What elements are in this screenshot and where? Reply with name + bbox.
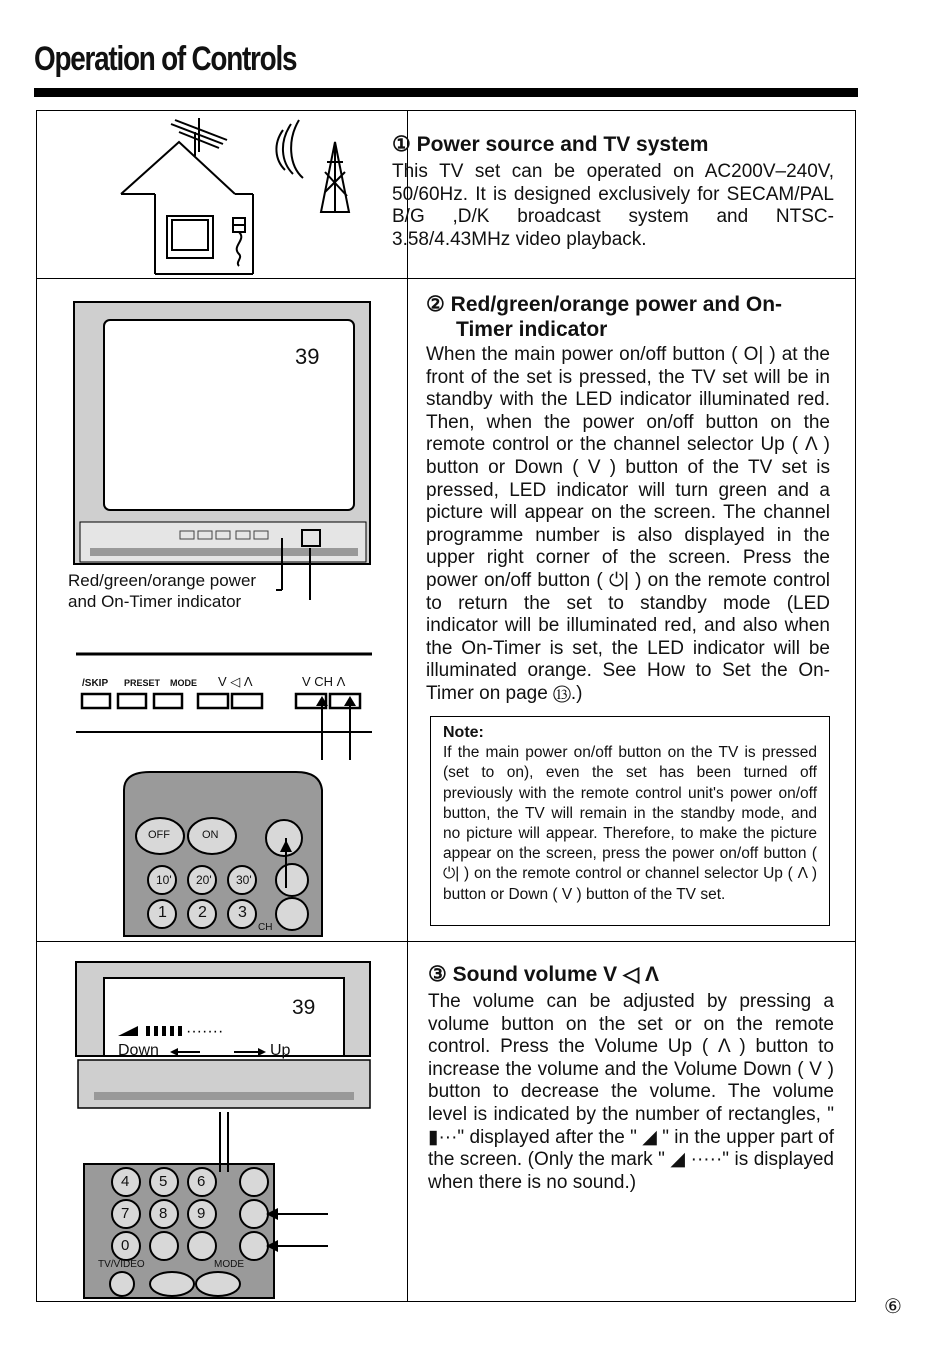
remote-off-label: OFF	[148, 829, 170, 841]
volume-up-label: Up	[270, 1042, 291, 1059]
title-rule	[34, 88, 858, 97]
tv2-channel-number: 39	[292, 996, 316, 1019]
section-body: When the main power on/off button ( O| )…	[426, 344, 830, 704]
column-divider	[407, 111, 408, 1301]
note-body: If the main power on/off button on the T…	[443, 744, 817, 903]
note-label: Note:	[443, 724, 484, 741]
heading-line-1: ② Red/green/orange power and On-	[426, 293, 783, 316]
remote-tvvideo-label: TV/VIDEO	[98, 1259, 145, 1270]
tv-front-illustration	[73, 301, 371, 600]
tv-channel-number: 39	[295, 344, 320, 369]
page-number: ⑥	[884, 1296, 902, 1318]
remote-control-top-illustration	[123, 771, 323, 937]
remote-btn-7: 7	[121, 1205, 130, 1222]
remote-ch-label: CH	[258, 922, 273, 933]
section-power-source: ① Power source and TV system This TV set…	[392, 132, 834, 251]
house-antenna-illustration	[120, 118, 351, 275]
section-body: This TV set can be operated on AC200V–24…	[392, 161, 834, 250]
page-title: Operation of Controls	[34, 40, 297, 78]
content-grid	[36, 110, 856, 1302]
remote-btn-5: 5	[159, 1173, 168, 1190]
remote-btn-20: 20'	[196, 873, 212, 887]
panel-label-skip: /SKIP	[82, 678, 109, 689]
volume-down-label: Down	[118, 1042, 159, 1059]
remote-on-label: ON	[202, 829, 219, 841]
remote-btn-3: 3	[238, 904, 247, 921]
remote-mode-label: MODE	[214, 1259, 244, 1270]
section-heading: ① Power source and TV system	[392, 133, 709, 156]
remote-btn-9: 9	[197, 1205, 206, 1222]
remote-btn-10: 10'	[156, 873, 172, 887]
panel-label-mode: MODE	[170, 678, 197, 688]
heading-line-2: Timer indicator	[456, 318, 608, 341]
panel-label-volume: V ◁ Λ	[218, 674, 253, 689]
indicator-caption: Red/green/orange power and On-Timer indi…	[68, 570, 256, 612]
svg-text:·······: ·······	[186, 1023, 223, 1040]
section-indicator: ② Red/green/orange power and On- Timer i…	[426, 292, 830, 706]
row-divider-1	[37, 278, 855, 279]
panel-label-ch: V CH Λ	[302, 674, 346, 689]
remote-btn-30: 30'	[236, 873, 252, 887]
remote-control-bottom-illustration	[83, 1112, 328, 1299]
remote-btn-4: 4	[121, 1173, 130, 1190]
note-box: Note: If the main power on/off button on…	[430, 716, 830, 926]
section-heading: ③ Sound volume V ◁ Λ	[428, 963, 659, 986]
section-heading: ② Red/green/orange power and On- Timer i…	[426, 292, 830, 342]
remote-btn-2: 2	[198, 904, 207, 921]
panel-label-preset: PRESET	[124, 678, 161, 688]
remote-btn-6: 6	[197, 1173, 206, 1190]
row-divider-2	[37, 941, 855, 942]
section-sound-volume: ③ Sound volume V ◁ Λ The volume can be a…	[428, 962, 834, 1194]
tv-volume-illustration: ·······	[75, 961, 371, 1109]
remote-btn-0: 0	[121, 1237, 130, 1254]
front-panel-illustration	[76, 652, 372, 760]
remote-btn-1: 1	[158, 904, 167, 921]
caption-line-2: and On-Timer indicator	[68, 592, 242, 611]
caption-line-1: Red/green/orange power	[68, 571, 257, 590]
section-body: The volume can be adjusted by pressing a…	[428, 991, 834, 1193]
remote-btn-8: 8	[159, 1205, 168, 1222]
